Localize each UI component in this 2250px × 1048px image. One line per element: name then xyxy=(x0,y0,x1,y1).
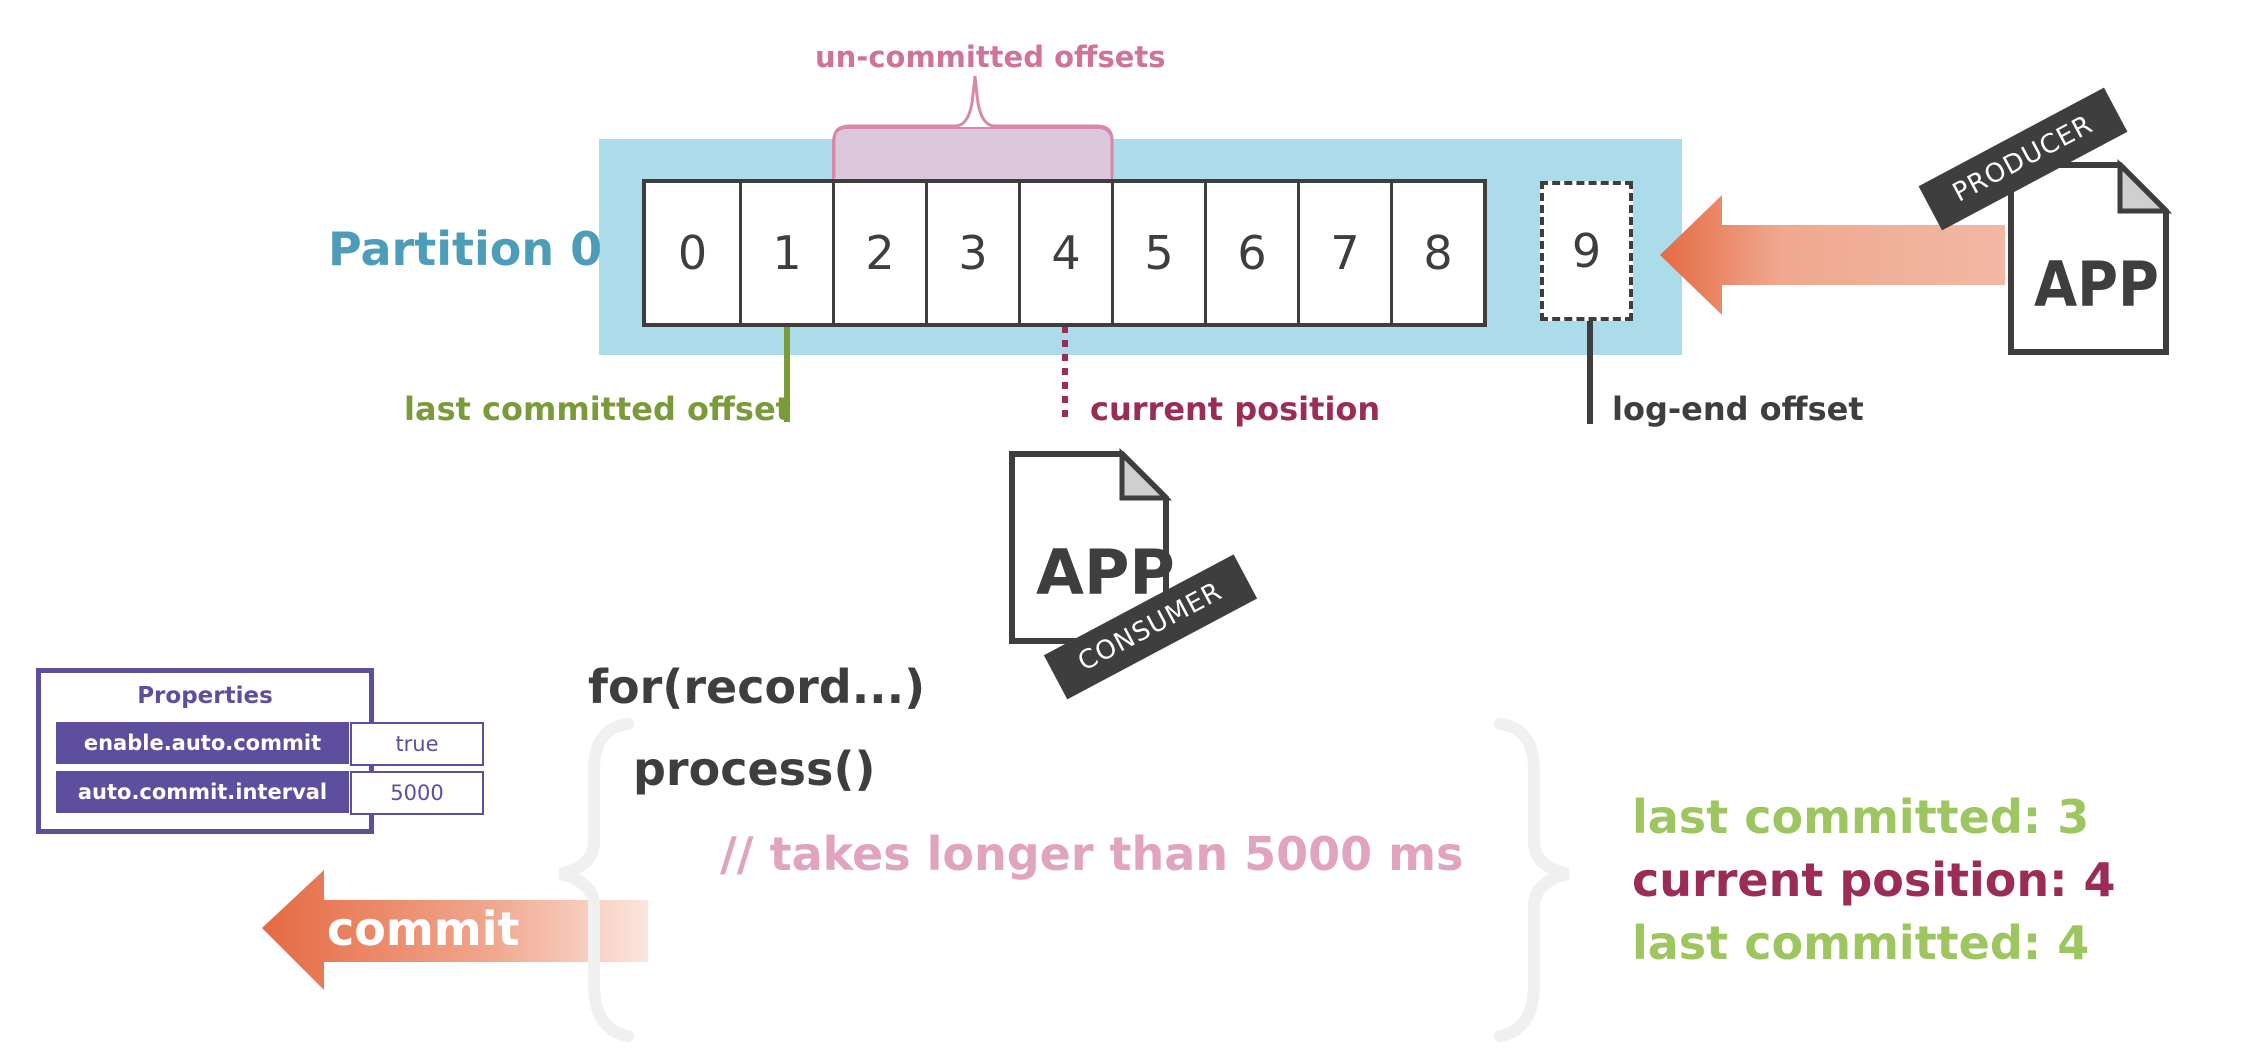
properties-title: Properties xyxy=(137,683,273,709)
status-last-committed-after: last committed: 4 xyxy=(1632,916,2090,970)
offset-cell: 2 xyxy=(832,183,925,323)
consumer-file-icon xyxy=(1009,451,1169,644)
partition-label: Partition 0 xyxy=(328,222,603,276)
offset-cell: 0 xyxy=(677,226,708,280)
next-offset-cell: 9 xyxy=(1540,181,1633,321)
code-process-line: process() xyxy=(633,742,876,796)
properties-panel: Properties enable.auto.commit true auto.… xyxy=(36,668,484,834)
uncommitted-brace xyxy=(832,75,1114,178)
uncommitted-range-highlight xyxy=(832,127,1113,181)
offset-cell: 1 xyxy=(739,183,832,323)
offset-cell: 7 xyxy=(1297,183,1390,323)
offset-cell: 6 xyxy=(1204,183,1297,323)
offset-cells: 0 1 2 3 4 5 6 7 8 xyxy=(642,179,1487,327)
code-loop-line: for(record...) xyxy=(588,660,926,714)
property-key: auto.commit.interval xyxy=(56,771,349,813)
property-value: true xyxy=(350,722,484,766)
offset-cell: 3 xyxy=(925,183,1018,323)
commit-label: commit xyxy=(327,902,520,956)
current-position-label: current position xyxy=(1090,390,1381,428)
offset-cell: 4 xyxy=(1018,183,1111,323)
uncommitted-offsets-label: un-committed offsets xyxy=(815,40,1166,74)
offset-cell: 8 xyxy=(1390,183,1483,323)
code-comment-line: // takes longer than 5000 ms xyxy=(720,827,1464,881)
property-value: 5000 xyxy=(350,771,484,815)
log-end-offset-label: log-end offset xyxy=(1612,390,1864,428)
producer-arrow xyxy=(1660,195,2005,315)
offset-cell: 5 xyxy=(1111,183,1204,323)
commit-arrow xyxy=(262,870,648,990)
status-last-committed-before: last committed: 3 xyxy=(1632,790,2090,844)
code-open-brace xyxy=(558,718,634,1042)
last-committed-offset-label: last committed offset xyxy=(404,390,791,428)
property-key: enable.auto.commit xyxy=(56,722,349,764)
status-current-position: current position: 4 xyxy=(1632,853,2116,907)
code-close-brace xyxy=(1494,718,1570,1042)
producer-app-text: APP xyxy=(2034,248,2159,321)
